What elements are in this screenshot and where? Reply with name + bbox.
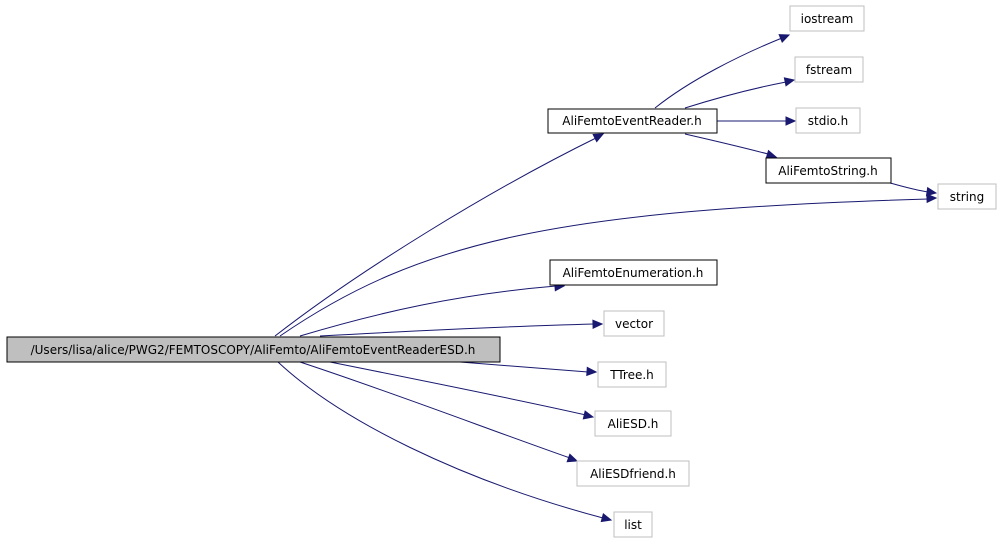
node-ttree-label: TTree.h [609,368,654,382]
node-alifemtoeventreader-label: AliFemtoEventReader.h [562,114,701,128]
node-stdio[interactable]: stdio.h [795,107,861,134]
edge-root-aliesdfriend [299,361,579,463]
node-iostream-label: iostream [801,12,854,26]
nodes-layer: /Users/lisa/alice/PWG2/FEMTOSCOPY/AliFem… [6,5,997,538]
node-root-file[interactable]: /Users/lisa/alice/PWG2/FEMTOSCOPY/AliFem… [6,336,501,363]
node-alifemtoenumeration-label: AliFemtoEnumeration.h [563,266,704,280]
node-aliesd[interactable]: AliESD.h [594,410,672,437]
node-root-file-label: /Users/lisa/alice/PWG2/FEMTOSCOPY/AliFem… [31,343,476,357]
edge-root-eventreader [274,133,605,337]
node-list-label: list [624,518,642,532]
node-iostream[interactable]: iostream [789,5,865,32]
node-string[interactable]: string [937,183,997,210]
edge-root-list [277,361,613,523]
edge-femtostring-string [889,182,938,197]
node-stdio-label: stdio.h [808,114,848,128]
node-ttree[interactable]: TTree.h [597,361,667,388]
node-alifemtostring-label: AliFemtoString.h [778,164,877,178]
node-fstream-label: fstream [806,63,852,77]
edge-root-ttree [459,361,598,377]
node-fstream[interactable]: fstream [794,56,864,83]
edge-eventreader-femtostring [684,133,778,159]
edge-root-aliesd [329,361,595,420]
node-list[interactable]: list [613,511,653,538]
edge-eventreader-fstream [684,77,796,109]
node-vector[interactable]: vector [603,310,665,337]
edge-eventreader-stdio [717,116,797,126]
edge-root-string [279,193,938,337]
node-alifemtostring[interactable]: AliFemtoString.h [765,157,892,184]
node-vector-label: vector [615,317,653,331]
node-aliesdfriend-label: AliESDfriend.h [590,467,676,481]
edge-root-enumeration [299,281,566,337]
edge-eventreader-iostream [654,34,791,109]
node-string-label: string [950,190,984,204]
node-aliesd-label: AliESD.h [608,417,659,431]
node-alifemtoeventreader[interactable]: AliFemtoEventReader.h [547,108,718,134]
node-alifemtoenumeration[interactable]: AliFemtoEnumeration.h [549,259,718,286]
node-aliesdfriend[interactable]: AliESDfriend.h [576,460,690,487]
edge-root-vector [319,319,604,337]
